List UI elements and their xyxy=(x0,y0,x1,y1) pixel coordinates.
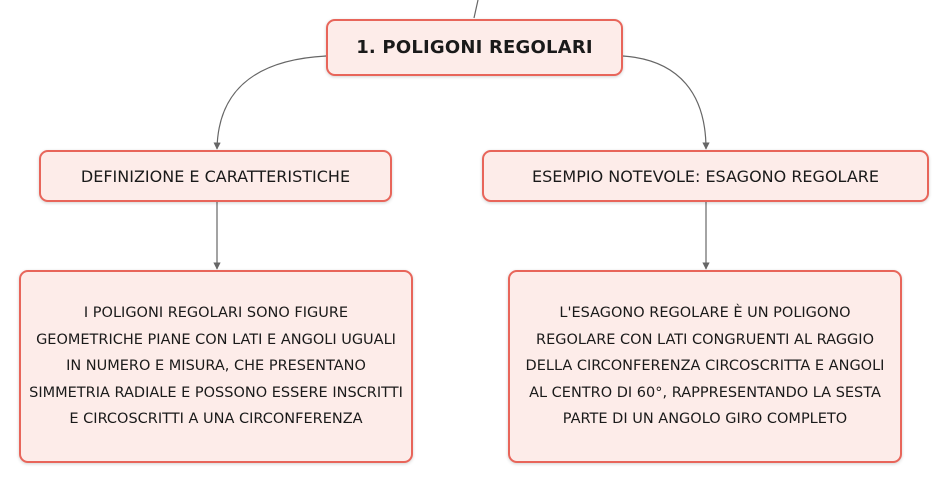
topic-node-hexagon-example[interactable]: ESEMPIO NOTEVOLE: ESAGONO REGOLARE xyxy=(482,150,929,202)
root-node[interactable]: 1. POLIGONI REGOLARI xyxy=(326,19,623,76)
connector-parent-to-root xyxy=(473,0,479,19)
connector-root-to-right-topic xyxy=(622,55,710,150)
detail-node-definition-text: I POLIGONI REGOLARI SONO FIGURE GEOMETRI… xyxy=(29,305,403,428)
topic-node-hexagon-example-title: ESEMPIO NOTEVOLE: ESAGONO REGOLARE xyxy=(532,166,879,186)
topic-node-definition[interactable]: DEFINIZIONE E CARATTERISTICHE xyxy=(39,150,392,202)
connector-root-to-left-topic xyxy=(213,55,327,150)
root-node-title: 1. POLIGONI REGOLARI xyxy=(356,37,593,58)
detail-node-hexagon-example[interactable]: L'ESAGONO REGOLARE È UN POLIGONO REGOLAR… xyxy=(508,270,902,463)
detail-node-hexagon-example-text: L'ESAGONO REGOLARE È UN POLIGONO REGOLAR… xyxy=(525,305,885,428)
topic-node-definition-title: DEFINIZIONE E CARATTERISTICHE xyxy=(80,166,351,186)
detail-node-definition[interactable]: I POLIGONI REGOLARI SONO FIGURE GEOMETRI… xyxy=(19,270,413,463)
